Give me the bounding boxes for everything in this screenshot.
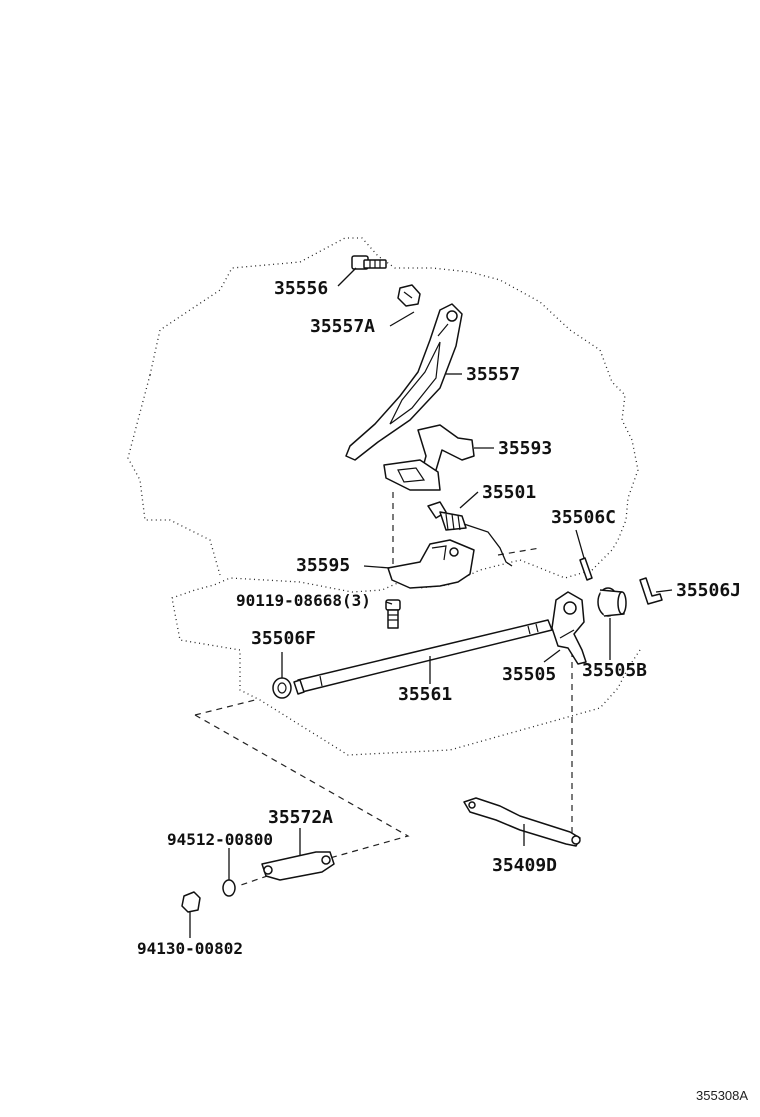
- bushing-35505B: [597, 587, 627, 617]
- bolt-90119: [385, 599, 401, 629]
- pin-35506C: [579, 557, 593, 581]
- label-35593: 35593: [498, 438, 552, 459]
- leader-35506C: [575, 529, 585, 559]
- label-35506J: 35506J: [676, 580, 741, 601]
- leader-35506J: [655, 589, 673, 593]
- label-35505B: 35505B: [582, 660, 647, 681]
- bracket-35557: [345, 303, 463, 461]
- label-94130: 94130-00802: [137, 939, 243, 958]
- washer-94512: [222, 879, 236, 897]
- label-35556: 35556: [274, 278, 328, 299]
- lever-35501: [427, 501, 513, 567]
- leader-90119: [385, 601, 393, 605]
- label-35409D: 35409D: [492, 855, 557, 876]
- leader-35505: [543, 649, 561, 663]
- leader-35557A: [389, 311, 415, 327]
- label-35506C: 35506C: [551, 507, 616, 528]
- boot-35593: [383, 424, 475, 491]
- link-35572A: [261, 851, 335, 881]
- label-94512: 94512-00800: [167, 830, 273, 849]
- clip-35557A: [397, 284, 421, 307]
- seal-35506F: [272, 677, 292, 699]
- bolt-35556: [351, 255, 387, 270]
- transmission-case-outline: [127, 237, 641, 756]
- label-35505: 35505: [502, 664, 556, 685]
- shaft-35561: [293, 619, 553, 695]
- label-90119: 90119-08668(3): [236, 591, 371, 610]
- figure-code: 355308A: [696, 1088, 748, 1103]
- leader-35556: [337, 267, 357, 287]
- clip-35506J: [639, 577, 663, 605]
- leader-35595: [363, 565, 391, 569]
- label-35501: 35501: [482, 482, 536, 503]
- rod-35409D: [463, 797, 581, 847]
- bracket-35595: [387, 539, 475, 589]
- label-35506F: 35506F: [251, 628, 316, 649]
- nut-94130: [181, 891, 201, 913]
- label-35572A: 35572A: [268, 807, 333, 828]
- dashed-line-shaft: [497, 547, 541, 556]
- label-35557: 35557: [466, 364, 520, 385]
- leader-35501: [459, 491, 479, 509]
- lever-35505: [551, 591, 587, 665]
- label-35561: 35561: [398, 684, 452, 705]
- label-35595: 35595: [296, 555, 350, 576]
- label-35557A: 35557A: [310, 316, 375, 337]
